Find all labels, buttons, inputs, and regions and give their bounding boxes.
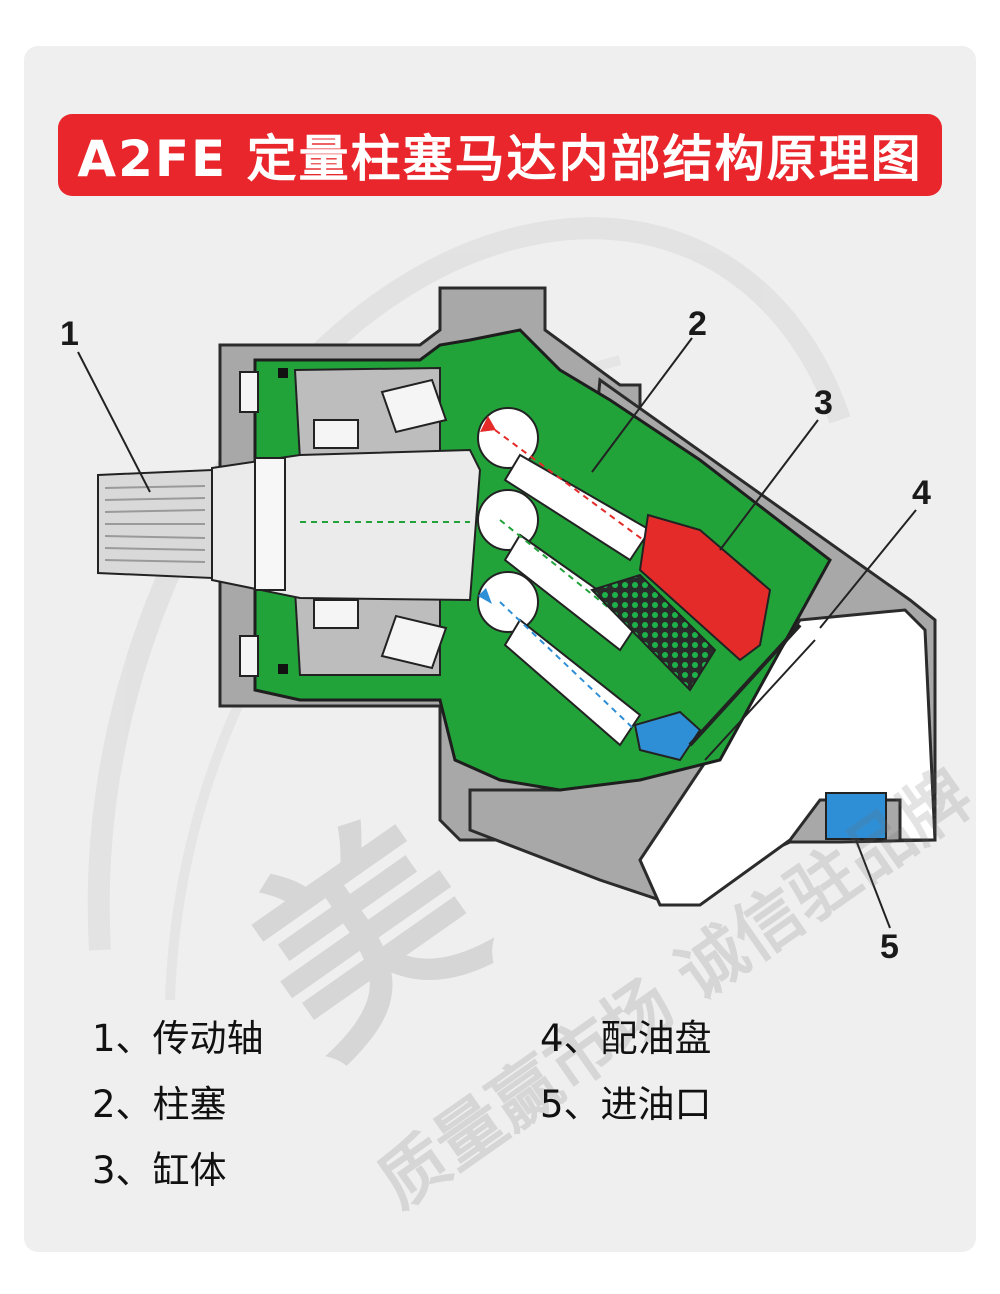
legend-item-3: 3、缸体 — [92, 1149, 227, 1192]
legend-item-5: 5、进油口 — [540, 1083, 712, 1126]
inlet-port — [825, 792, 887, 840]
legend-item-1: 1、传动轴 — [92, 1017, 264, 1060]
legend-item-4: 4、配油盘 — [540, 1017, 712, 1060]
callout-4: 4 — [912, 474, 931, 512]
end-cap — [638, 608, 937, 907]
bearings — [239, 368, 448, 677]
legend-item-2: 2、柱塞 — [92, 1083, 227, 1126]
callout-lines — [77, 337, 917, 929]
title-banner: A2FE 定量柱塞马达内部结构原理图 — [58, 114, 942, 196]
callout-1: 1 — [60, 315, 79, 353]
pistons — [494, 429, 652, 747]
piston-balls — [477, 407, 539, 633]
callout-5: 5 — [880, 928, 899, 966]
port-plate — [688, 623, 802, 747]
drive-shaft — [97, 448, 482, 602]
callout-2: 2 — [688, 305, 707, 343]
page-title: A2FE 定量柱塞马达内部结构原理图 — [77, 130, 923, 188]
cylinder-block — [590, 513, 772, 762]
callout-3: 3 — [814, 384, 833, 422]
